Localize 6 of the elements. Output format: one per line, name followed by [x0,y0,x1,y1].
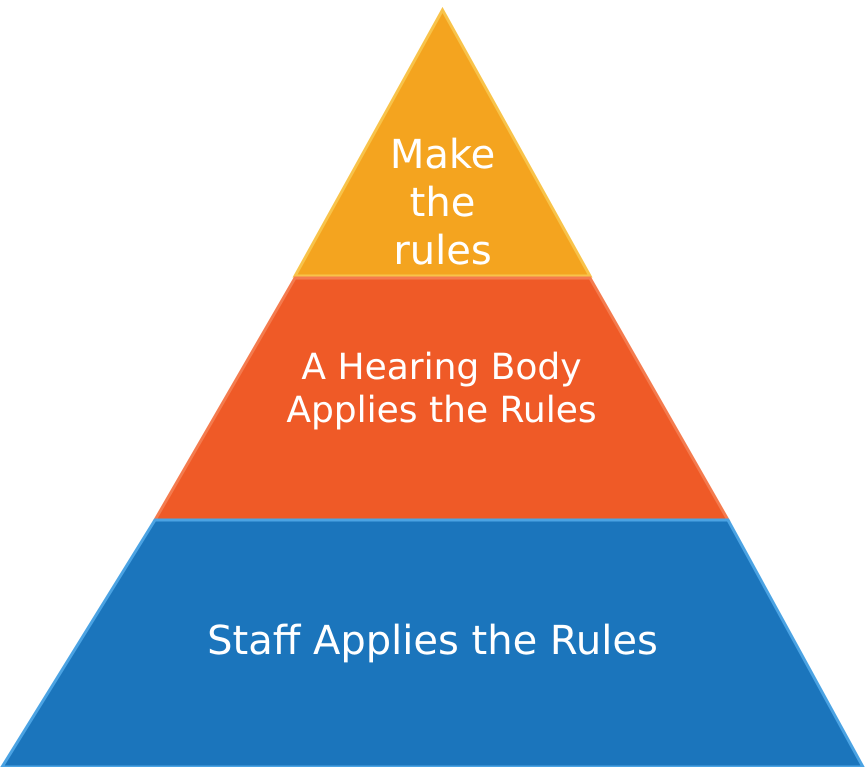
tier-label: Staff Applies the Rules [207,617,658,665]
pyramid-tier [295,10,590,276]
tier-label: Make the rules [388,131,496,275]
pyramid-tier [155,278,728,520]
pyramid-tier [2,520,863,767]
tier-label: A Hearing Body Applies the Rules [285,346,598,432]
